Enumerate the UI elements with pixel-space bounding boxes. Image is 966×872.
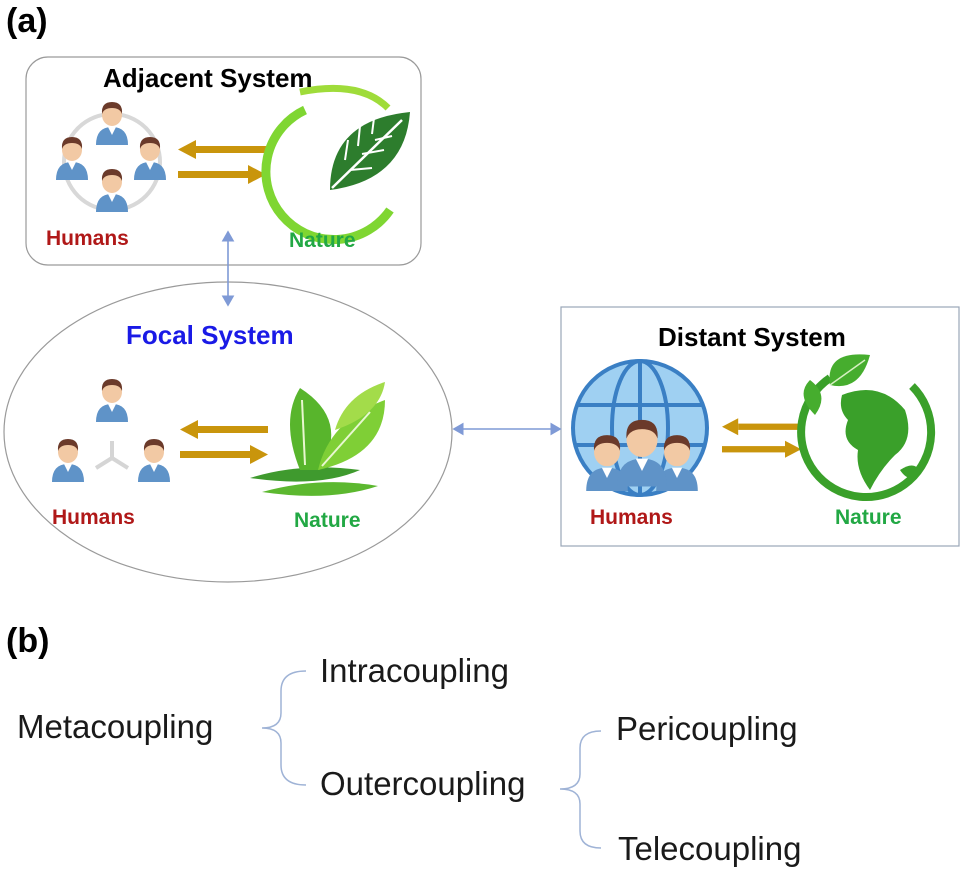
earth-leaf-icon: [797, 354, 936, 502]
tree-node-intracoupling: Intracoupling: [320, 652, 509, 689]
focal-system-title: Focal System: [126, 320, 294, 350]
panel-a-label: (a): [6, 2, 48, 40]
tree-node-telecoupling: Telecoupling: [618, 830, 802, 867]
distant-system-title: Distant System: [658, 322, 846, 352]
adjacent-system-title: Adjacent System: [103, 63, 313, 93]
adjacent-nature-label: Nature: [289, 229, 356, 252]
focal-humans-label: Humans: [52, 506, 135, 529]
globe-people-icon: [571, 359, 709, 497]
focal-nature-label: Nature: [294, 509, 361, 532]
humans-group-icon: [56, 102, 166, 212]
humans-trio-icon: [52, 379, 170, 482]
tree-root-metacoupling: Metacoupling: [17, 708, 214, 745]
distant-nature-label: Nature: [835, 506, 902, 529]
tree-node-outercoupling: Outercoupling: [320, 765, 526, 802]
plant-leaves-icon: [250, 382, 385, 496]
tree-brackets: [261, 670, 602, 849]
adjacent-humans-label: Humans: [46, 227, 129, 250]
leaf-circle-icon: [261, 84, 410, 245]
tree-node-pericoupling: Pericoupling: [616, 710, 798, 747]
panel-b-label: (b): [6, 622, 50, 660]
distant-humans-label: Humans: [590, 506, 673, 529]
